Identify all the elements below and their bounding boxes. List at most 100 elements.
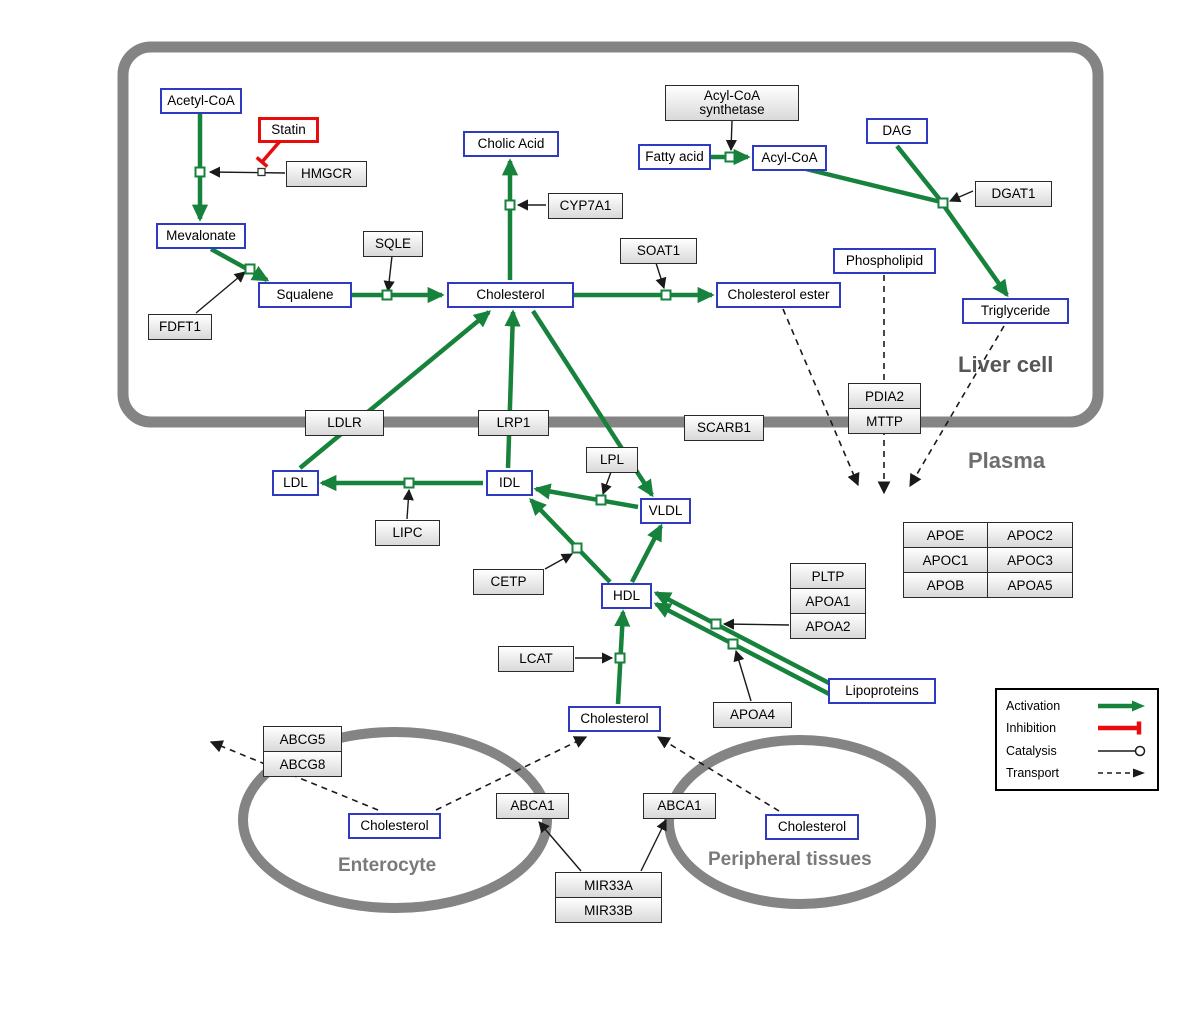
anchor-lpl-reaction xyxy=(595,494,607,506)
edge-dag-to-junction xyxy=(895,144,943,203)
enterocyte-membrane xyxy=(238,727,552,913)
anchor-soat1-reaction xyxy=(660,289,672,301)
node-soat1[interactable]: SOAT1 xyxy=(620,238,697,264)
node-pdia2[interactable]: PDIA2 xyxy=(848,383,921,409)
edge-junction-to-triglyceride xyxy=(942,204,1009,298)
node-scarb1[interactable]: SCARB1 xyxy=(684,415,764,441)
anchor-lcat-reaction xyxy=(614,652,626,664)
edge-statin-inhibits-hmgcr xyxy=(260,138,283,164)
node-hdl[interactable]: HDL xyxy=(601,583,652,609)
liver-cell-label: Liver cell xyxy=(958,352,1054,377)
anchor-fdft1-reaction xyxy=(244,263,256,275)
statin-inhibition-tbar xyxy=(255,156,269,168)
node-vldl[interactable]: VLDL xyxy=(640,498,691,524)
node-phospholipid[interactable]: Phospholipid xyxy=(833,248,936,274)
peripheral-tissues-membrane xyxy=(664,735,936,909)
node-cholesterol-plasma[interactable]: Cholesterol xyxy=(568,706,661,732)
node-apob[interactable]: APOB xyxy=(903,572,988,598)
compartment-shapes xyxy=(117,41,1104,913)
node-abca1-peripheral[interactable]: ABCA1 xyxy=(643,793,716,819)
node-statin[interactable]: Statin xyxy=(258,117,319,143)
node-cholesterol-liver[interactable]: Cholesterol xyxy=(447,282,574,308)
node-apoc3[interactable]: APOC3 xyxy=(987,547,1073,573)
node-pltp[interactable]: PLTP xyxy=(790,563,866,589)
edge-peripheral-cholesterol-to-plasma xyxy=(656,736,780,812)
pltp-apoa-group: PLTP APOA1 APOA2 xyxy=(790,563,866,639)
edge-apoa-stack-catalysis xyxy=(722,618,790,630)
edge-idl-to-liver-cholesterol xyxy=(504,309,521,469)
peripheral-tissues-label: Peripheral tissues xyxy=(708,849,872,870)
legend-row-activation: Activation xyxy=(1006,696,1148,717)
node-hmgcr[interactable]: HMGCR xyxy=(286,161,367,187)
edge-acylcoa-to-junction xyxy=(805,166,942,205)
edge-triglyceride-to-plasma xyxy=(909,325,1005,488)
node-abca1-enterocyte[interactable]: ABCA1 xyxy=(496,793,569,819)
node-cholic-acid[interactable]: Cholic Acid xyxy=(463,131,559,157)
node-triglyceride[interactable]: Triglyceride xyxy=(962,298,1069,324)
node-lipoproteins[interactable]: Lipoproteins xyxy=(828,678,936,704)
node-lrp1[interactable]: LRP1 xyxy=(478,410,549,436)
node-cholesterol-peripheral[interactable]: Cholesterol xyxy=(765,814,859,840)
node-dgat1[interactable]: DGAT1 xyxy=(975,181,1052,207)
edge-apoa4-catalysis xyxy=(733,649,752,702)
anchor-dgat1-reaction xyxy=(937,197,949,209)
node-sqle[interactable]: SQLE xyxy=(363,231,423,257)
node-cholesterol-enterocyte[interactable]: Cholesterol xyxy=(348,813,441,839)
edge-mir33-to-abca1-peripheral xyxy=(640,818,667,872)
enterocyte-label: Enterocyte xyxy=(338,855,437,876)
node-apoa1[interactable]: APOA1 xyxy=(790,588,866,614)
anchor-sqle-reaction xyxy=(381,289,393,301)
pdia2-mttp-group: PDIA2 MTTP xyxy=(848,383,921,434)
node-dag[interactable]: DAG xyxy=(866,118,928,144)
node-apoa2[interactable]: APOA2 xyxy=(790,613,866,639)
edge-hdl-to-idl-cetp xyxy=(529,498,612,584)
node-cholesterol-ester[interactable]: Cholesterol ester xyxy=(716,282,841,308)
node-fdft1[interactable]: FDFT1 xyxy=(148,314,212,340)
node-lcat[interactable]: LCAT xyxy=(498,646,574,672)
edge-mevalonate-to-squalene xyxy=(209,247,270,282)
node-cyp7a1[interactable]: CYP7A1 xyxy=(548,193,623,219)
anchor-acylcoa-synthetase-reaction xyxy=(724,151,736,163)
node-fatty-acid[interactable]: Fatty acid xyxy=(638,144,711,170)
node-apoa4[interactable]: APOA4 xyxy=(713,702,792,728)
edge-dgat1-catalysis xyxy=(948,190,974,203)
node-abcg8[interactable]: ABCG8 xyxy=(263,751,342,777)
node-apoa5[interactable]: APOA5 xyxy=(987,572,1073,598)
node-cetp[interactable]: CETP xyxy=(473,569,544,595)
node-apoe[interactable]: APOE xyxy=(903,522,988,548)
plasma-label: Plasma xyxy=(968,448,1046,473)
liver-cell-membrane xyxy=(117,41,1104,428)
edge-soat1-catalysis xyxy=(655,262,667,290)
transport-dashed-arrow-icon xyxy=(1098,768,1145,778)
node-abcg5[interactable]: ABCG5 xyxy=(263,726,342,752)
node-ldl[interactable]: LDL xyxy=(272,470,319,496)
node-lipc[interactable]: LIPC xyxy=(375,520,440,546)
catalysis-circle-icon xyxy=(1098,745,1146,756)
node-acetyl-coa[interactable]: Acetyl-CoA xyxy=(160,88,242,114)
anchor-lipc-reaction xyxy=(403,477,415,489)
node-apoc1[interactable]: APOC1 xyxy=(903,547,988,573)
catalysis-edges xyxy=(195,120,974,872)
edge-cetp-catalysis xyxy=(544,553,573,570)
node-acyl-coa-synthetase[interactable]: Acyl-CoA synthetase xyxy=(665,85,799,121)
node-acyl-coa[interactable]: Acyl-CoA xyxy=(752,145,827,171)
legend-catalysis-label: Catalysis xyxy=(1006,743,1057,758)
edge-cholesterolester-to-plasma xyxy=(782,308,860,487)
node-mir33b[interactable]: MIR33B xyxy=(555,897,662,923)
apolipoprotein-table: APOE APOC2 APOC1 APOC3 APOB APOA5 xyxy=(903,522,1073,598)
abcg5-abcg8-group: ABCG5 ABCG8 xyxy=(263,726,342,777)
node-mevalonate[interactable]: Mevalonate xyxy=(156,223,246,249)
node-squalene[interactable]: Squalene xyxy=(258,282,352,308)
edge-lipoproteins-to-hdl-lower xyxy=(653,602,837,699)
node-mttp[interactable]: MTTP xyxy=(848,408,921,434)
node-mir33a[interactable]: MIR33A xyxy=(555,872,662,898)
reaction-anchors xyxy=(194,151,949,664)
anchor-hmgcr-reaction xyxy=(194,166,206,178)
node-apoc2[interactable]: APOC2 xyxy=(987,522,1073,548)
node-idl[interactable]: IDL xyxy=(486,470,533,496)
node-ldlr[interactable]: LDLR xyxy=(305,410,384,436)
node-lpl[interactable]: LPL xyxy=(586,447,638,473)
edge-hdl-to-vldl xyxy=(630,523,663,584)
